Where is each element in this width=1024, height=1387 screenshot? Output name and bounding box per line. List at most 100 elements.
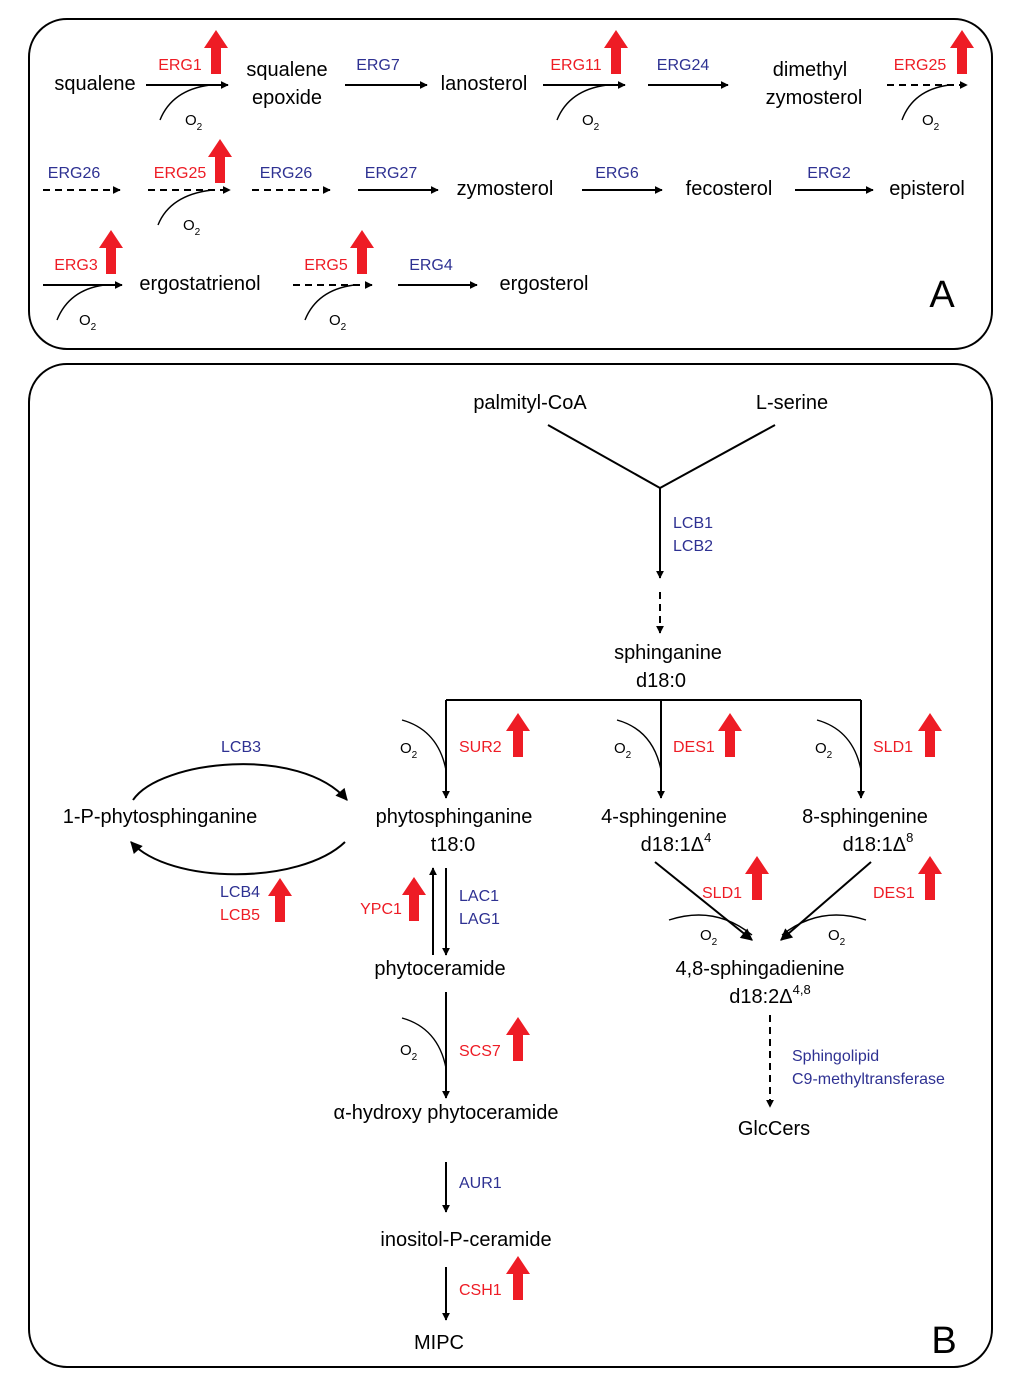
squalene-epoxide-line1: squalene <box>246 59 327 81</box>
lcb1-label: LCB1 <box>673 515 713 532</box>
sld1-oxygen-1: O2 <box>815 740 833 761</box>
panel-b-frame <box>28 363 993 1368</box>
erg25-upregulation-icon-1 <box>950 30 974 74</box>
erg1-label: ERG1 <box>158 57 202 74</box>
sphingenine-8-code: d18:1Δ8 <box>843 830 914 856</box>
palmityl-coa-branch <box>547 424 661 489</box>
scs7-upregulation-icon <box>506 1017 530 1061</box>
erg3-label: ERG3 <box>54 257 98 274</box>
ypc1-upregulation-icon <box>402 877 426 921</box>
sphingenine-4: 4-sphingenine <box>601 806 727 828</box>
sphinganine: sphinganine <box>614 642 722 664</box>
episterol: episterol <box>889 178 965 200</box>
ypc1-label: YPC1 <box>360 901 402 918</box>
dimethyl-zymosterol-line2: zymosterol <box>766 87 863 109</box>
lac1-label: LAC1 <box>459 888 499 905</box>
methyltransferase-label-2: C9-methyltransferase <box>792 1071 945 1088</box>
sld1-upregulation-icon-2 <box>745 856 769 900</box>
erg3-oxygen: O2 <box>79 312 97 333</box>
lcb45-reaction-arc <box>130 841 346 876</box>
lcb5-upregulation-icon <box>268 878 292 922</box>
erg27-label: ERG27 <box>365 165 418 182</box>
erg5-label: ERG5 <box>304 257 348 274</box>
sur2-oxygen-curve <box>401 719 447 771</box>
panel-b-label: B <box>931 1320 956 1362</box>
sur2-upregulation-icon <box>506 713 530 757</box>
erg1-upregulation-icon <box>204 30 228 74</box>
erg11-oxygen-curve <box>556 84 608 121</box>
erg4-label: ERG4 <box>409 257 453 274</box>
mipc: MIPC <box>414 1332 464 1354</box>
panel-a-label: A <box>929 274 955 316</box>
erg26-label-1: ERG26 <box>48 165 101 182</box>
sld1-label-1: SLD1 <box>873 739 913 756</box>
lcb3-label: LCB3 <box>221 739 261 756</box>
des1-oxygen-1: O2 <box>614 740 632 761</box>
erg7-label: ERG7 <box>356 57 400 74</box>
erg11-label: ERG11 <box>550 57 601 74</box>
sur2-oxygen: O2 <box>400 740 418 761</box>
erg5-oxygen-curve <box>304 284 355 321</box>
sphinganine-code: d18:0 <box>636 670 686 692</box>
aur1-label: AUR1 <box>459 1175 502 1192</box>
sphingadienine-code: d18:2Δ4,8 <box>729 982 811 1008</box>
lcb2-label: LCB2 <box>673 538 713 555</box>
erg11-oxygen: O2 <box>582 112 600 133</box>
erg11-upregulation-icon <box>604 30 628 74</box>
des1-upregulation-icon-1 <box>718 713 742 757</box>
lanosterol: lanosterol <box>441 73 528 95</box>
phytoceramide: phytoceramide <box>374 958 505 980</box>
palmityl-coa: palmityl-CoA <box>473 392 587 414</box>
methyltransferase-label-1: Sphingolipid <box>792 1048 879 1065</box>
csh1-upregulation-icon <box>506 1256 530 1300</box>
erg25-upregulation-icon-2 <box>208 139 232 183</box>
des1-oxygen-curve-2 <box>781 914 867 936</box>
des1-oxygen-curve-1 <box>616 719 662 771</box>
ergosterol: ergosterol <box>500 273 589 295</box>
des1-convergent-arrow <box>780 861 872 941</box>
sld1-oxygen-curve-1 <box>816 719 862 771</box>
des1-label-1: DES1 <box>673 739 715 756</box>
scs7-label: SCS7 <box>459 1043 501 1060</box>
phytosphinganine-code: t18:0 <box>431 834 475 856</box>
sld1-upregulation-icon-1 <box>918 713 942 757</box>
phytosphinganine: phytosphinganine <box>376 806 533 828</box>
erg6-label: ERG6 <box>595 165 639 182</box>
sphingenine-4-code: d18:1Δ4 <box>641 830 712 856</box>
inositol-p-ceramide: inositol-P-ceramide <box>380 1229 551 1251</box>
sld1-oxygen-2: O2 <box>700 927 718 948</box>
lcb5-label: LCB5 <box>220 907 260 924</box>
panel-a-frame <box>28 18 993 350</box>
squalene-epoxide-line2: epoxide <box>252 87 322 109</box>
sld1-convergent-arrow <box>654 861 753 941</box>
erg24-label: ERG24 <box>657 57 710 74</box>
lcb3-reaction-arc <box>132 763 348 801</box>
squalene: squalene <box>54 73 135 95</box>
erg25-oxygen-2: O2 <box>183 217 201 238</box>
ergostatrienol: ergostatrienol <box>139 273 260 295</box>
sphingadienine: 4,8-sphingadienine <box>675 958 844 980</box>
1-p-phytosphinganine: 1-P-phytosphinganine <box>63 806 258 828</box>
lcb4-label: LCB4 <box>220 884 260 901</box>
sld1-label-2: SLD1 <box>702 885 742 902</box>
erg5-upregulation-icon <box>350 230 374 274</box>
erg5-oxygen: O2 <box>329 312 347 333</box>
sld1-oxygen-curve-2 <box>668 914 753 936</box>
erg25-label-1: ERG25 <box>894 57 947 74</box>
fecosterol: fecosterol <box>686 178 773 200</box>
erg26-label-2: ERG26 <box>260 165 313 182</box>
erg2-label: ERG2 <box>807 165 851 182</box>
l-serine-branch <box>659 424 776 489</box>
sur2-label: SUR2 <box>459 739 502 756</box>
glccers: GlcCers <box>738 1118 810 1140</box>
erg1-oxygen: O2 <box>185 112 203 133</box>
erg25-oxygen-1: O2 <box>922 112 940 133</box>
erg25-oxygen-curve-1 <box>901 84 950 121</box>
erg25-label-2: ERG25 <box>154 165 207 182</box>
erg3-oxygen-curve <box>56 284 105 321</box>
erg3-upregulation-icon <box>99 230 123 274</box>
l-serine: L-serine <box>756 392 828 414</box>
des1-oxygen-2: O2 <box>828 927 846 948</box>
des1-upregulation-icon-2 <box>918 856 942 900</box>
